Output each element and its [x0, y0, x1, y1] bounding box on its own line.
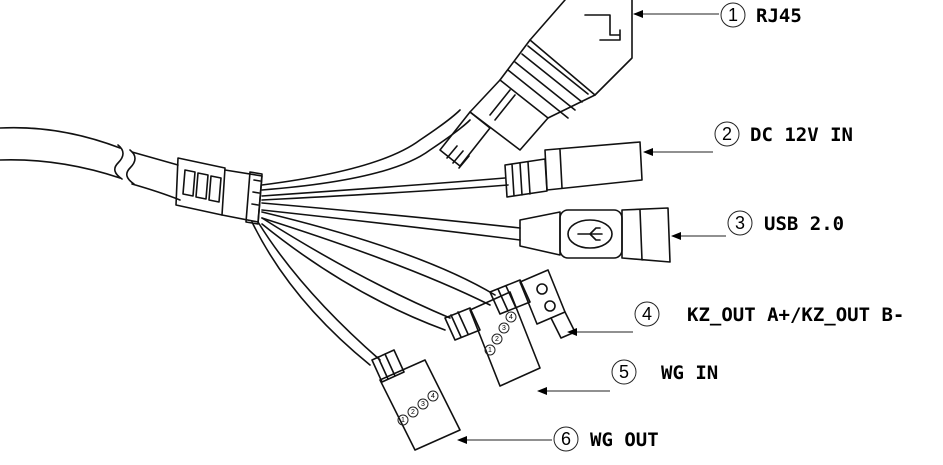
callout-label: WG OUT	[590, 429, 659, 451]
callout-label: WG IN	[661, 362, 718, 384]
callout-number: 3	[735, 213, 745, 233]
callout-5: 5 WG IN	[537, 359, 718, 395]
callout-circle	[714, 121, 740, 147]
callout-number: 2	[722, 124, 732, 144]
rj45-connector	[261, 0, 633, 191]
callout-circle	[553, 426, 579, 452]
pin-label: 1	[401, 417, 405, 424]
callout-number: 5	[619, 362, 629, 382]
pin-label: 1	[488, 347, 492, 354]
wg-out-connector: 1 2 3 4	[251, 221, 461, 451]
callout-label: KZ_OUT A+/KZ_OUT B-	[687, 304, 904, 326]
pin-label: 2	[495, 336, 499, 343]
wg-out-terminal-pins: 1 2 3 4	[397, 390, 439, 426]
callout-3: 3 USB 2.0	[671, 210, 844, 240]
callout-4: 4 KZ_OUT A+/KZ_OUT B-	[567, 301, 904, 336]
kz-out-connector	[261, 211, 576, 339]
callout-number: 6	[561, 429, 571, 449]
callout-number: 4	[642, 304, 652, 324]
main-cable	[0, 126, 263, 225]
wg-in-terminal-pins: 1 2 3 4	[484, 311, 517, 356]
pin-label: 3	[421, 401, 425, 408]
dc-power-connector	[261, 141, 643, 201]
callout-circle	[611, 359, 637, 385]
callout-6: 6 WG OUT	[457, 426, 659, 452]
pin-label: 4	[431, 393, 435, 400]
usb-connector	[261, 202, 671, 263]
wg-in-connector: 1 2 3 4	[261, 217, 541, 387]
callout-1: 1 RJ45	[633, 2, 802, 28]
callout-number: 1	[728, 5, 738, 25]
callout-circle	[727, 210, 753, 236]
callout-label: RJ45	[756, 5, 802, 27]
pin-label: 3	[502, 325, 506, 332]
pin-label: 4	[509, 314, 513, 321]
pin-label: 2	[411, 409, 415, 416]
callout-label: USB 2.0	[764, 213, 844, 235]
callout-circle	[720, 2, 746, 28]
callout-label: DC 12V IN	[750, 124, 853, 146]
callout-circle	[634, 301, 660, 327]
callout-2: 2 DC 12V IN	[643, 121, 853, 156]
